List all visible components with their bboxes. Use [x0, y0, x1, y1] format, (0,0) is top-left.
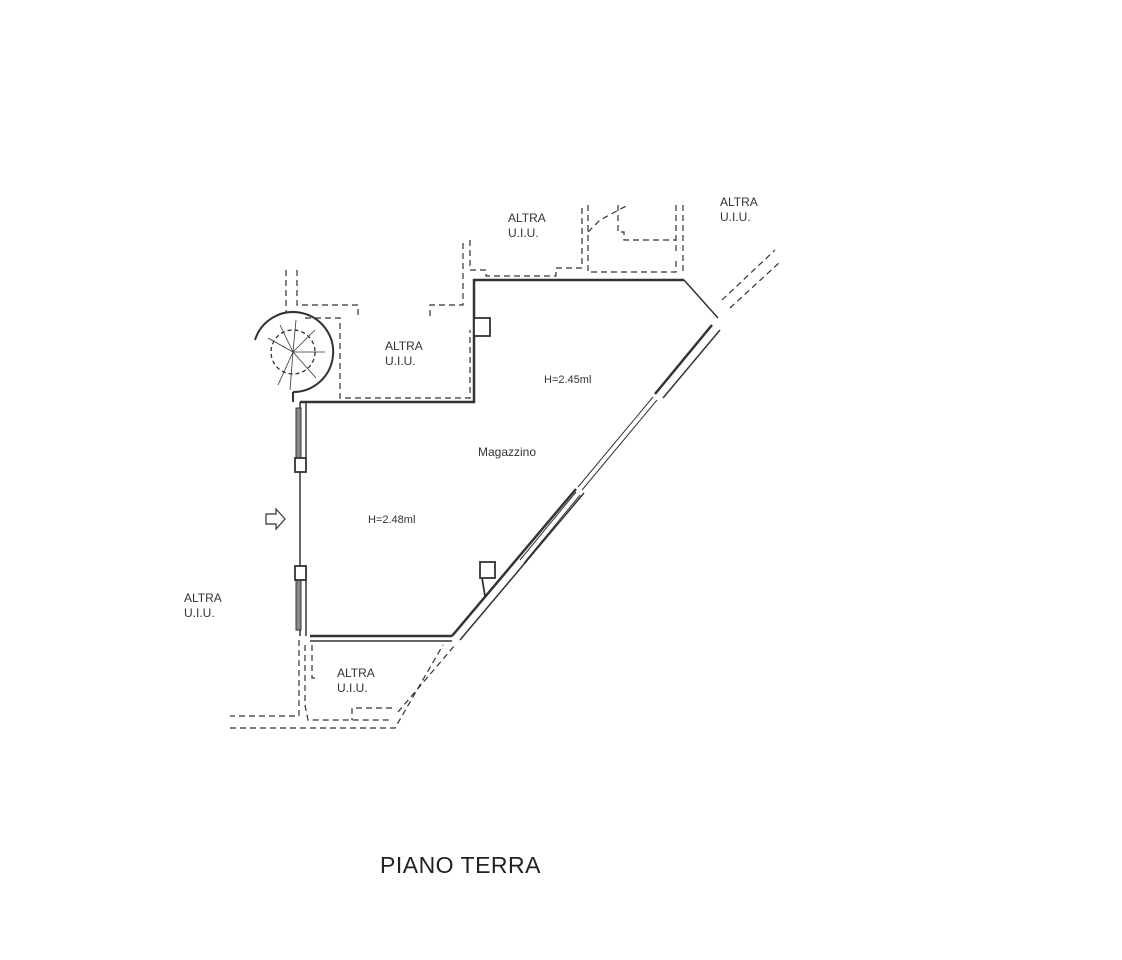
main-walls [300, 278, 713, 638]
spiral-staircase-icon [254, 311, 335, 402]
windows [295, 396, 658, 631]
unit-line1: ALTRA [385, 339, 423, 353]
unit-line2: U.I.U. [385, 354, 416, 368]
pillars [294, 317, 496, 597]
neighbor-outlines [230, 204, 781, 729]
unit-line1: ALTRA [337, 666, 375, 680]
room-name: Magazzino [478, 445, 537, 459]
room-height: H=2.48ml [368, 514, 416, 526]
unit-line2: U.I.U. [337, 681, 368, 695]
unit-line2: U.I.U. [508, 226, 539, 240]
room-height: H=2.45ml [544, 374, 592, 386]
unit-line1: ALTRA [508, 211, 546, 225]
plan-title: PIANO TERRA [380, 852, 541, 878]
unit-line2: U.I.U. [184, 606, 215, 620]
inner-wall-lines [299, 279, 721, 642]
unit-line1: ALTRA [184, 591, 222, 605]
arrow-right-icon [265, 507, 286, 531]
unit-line2: U.I.U. [720, 210, 751, 224]
unit-line1: ALTRA [720, 195, 758, 209]
